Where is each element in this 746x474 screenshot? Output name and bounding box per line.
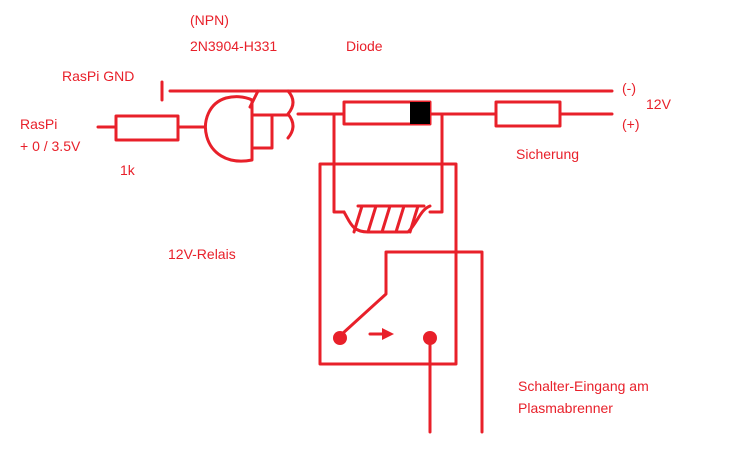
raspi-voltage-label: + 0 / 3.5V [20,138,81,154]
plus-label: (+) [622,116,640,132]
raspi-gnd-label: RasPi GND [62,68,135,84]
transistor-part-label: 2N3904-H331 [190,38,278,54]
transistor-type-label: (NPN) [190,12,229,28]
transistor-collector-lead [250,113,274,150]
switch-input-label-line2: Plasmabrenner [518,400,613,416]
raspi-label: RasPi [20,116,58,132]
switch-input-label-line1: Schalter-Eingang am [518,378,649,394]
switch-contact-left [333,331,347,345]
relay-coil [342,204,432,234]
fuse-symbol [494,100,562,128]
transistor-symbol [204,95,254,163]
relay-coil-windings [352,204,426,234]
resistor-symbol [114,114,180,142]
resistor-value-label: 1k [120,162,135,178]
relay-label: 12V-Relais [168,246,236,262]
minus-label: (-) [622,80,636,96]
relay-housing [318,162,458,366]
supply-voltage-label: 12V [646,96,671,112]
coil-wire-right [428,112,444,214]
diode-cathode-band [410,102,430,124]
relay-switch-arm [340,250,484,434]
switch-contact-right [423,331,437,345]
diode-label: Diode [346,38,383,54]
switch-arrow-head [382,328,394,340]
fuse-label: Sicherung [516,146,580,162]
coil-wire-left [332,112,346,214]
